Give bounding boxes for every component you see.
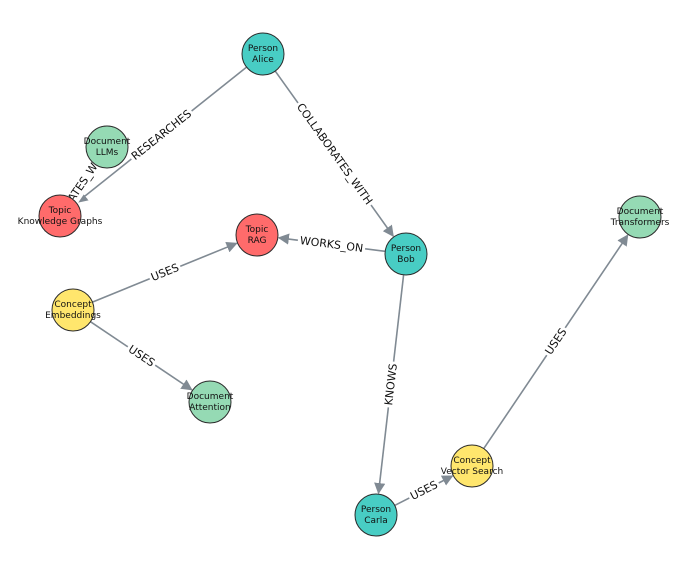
node-name: Vector Search	[441, 467, 503, 477]
node-circle	[235, 213, 279, 257]
edge-label-group: WORKS_ON	[296, 232, 367, 257]
node-circle	[450, 444, 494, 488]
node-type: Person	[248, 44, 278, 54]
node-circle	[85, 125, 129, 169]
edge-label: USES	[126, 343, 157, 370]
node-circle	[51, 288, 95, 332]
edge-label: COLLABORATES_WITH	[294, 101, 375, 207]
edge-label-group: RESEARCHES	[126, 105, 197, 165]
edge-label-group: USES	[123, 340, 160, 372]
nodes-layer: PersonAlicePersonBobPersonCarlaTopicRAGT…	[18, 32, 670, 537]
node-type: Topic	[48, 206, 72, 216]
node-type: Concept	[54, 300, 92, 310]
edge-label: USES	[543, 326, 570, 357]
node-circle	[618, 195, 662, 239]
edge-label-background	[380, 360, 402, 409]
edge-label-background	[540, 323, 572, 360]
node-name: Alice	[252, 55, 274, 65]
edge-label-background	[405, 476, 443, 505]
node-name: Transformers	[610, 218, 670, 228]
node-name: Attention	[189, 403, 231, 413]
edge-label-group: COLLABORATES_WITH	[291, 98, 378, 210]
edge-label: KNOWS	[382, 363, 400, 406]
edge-embeddings-rag: USES	[92, 241, 238, 303]
edge-label-group: KNOWS	[380, 360, 402, 409]
node-name: LLMs	[96, 148, 119, 158]
node-circle	[354, 493, 398, 537]
node-type: Document	[187, 392, 234, 402]
node-type: Concept	[453, 456, 491, 466]
node-name: Knowledge Graphs	[18, 217, 103, 227]
node-name: Carla	[364, 516, 388, 526]
edge-embeddings-attention: USES	[89, 321, 193, 391]
node-type: Person	[391, 244, 421, 254]
edge-alice-bob: COLLABORATES_WITH	[274, 70, 394, 238]
edge-label: RESEARCHES	[129, 107, 194, 163]
edge-label-group: USES	[146, 259, 184, 286]
edge-label-group: USES	[405, 476, 443, 505]
edge-bob-carla: KNOWS	[374, 274, 405, 495]
node-type: Person	[361, 505, 391, 515]
node-type: Topic	[245, 225, 269, 235]
node-circle	[384, 232, 428, 276]
node-type: Document	[84, 137, 131, 147]
edge-label-background	[146, 259, 184, 286]
edge-label-background	[296, 232, 367, 257]
node-circle	[188, 380, 232, 424]
node-circle	[241, 32, 285, 76]
node-name: Embeddings	[45, 311, 101, 321]
edges-layer: COLLABORATES_WITHRESEARCHESINTEGRATES_WI…	[40, 66, 629, 507]
node-name: RAG	[248, 236, 267, 246]
edge-label-background	[123, 340, 160, 372]
edge-label: USES	[408, 478, 440, 503]
edge-label-background	[291, 98, 378, 210]
edge-carla-vector: USES	[394, 475, 454, 507]
edge-bob-rag: WORKS_ON	[277, 232, 386, 257]
edge-label-group: USES	[540, 323, 572, 360]
edge-vector-transformers: USES	[483, 234, 629, 450]
edge-label-background	[126, 105, 197, 165]
node-circle	[38, 194, 82, 238]
node-name: Bob	[397, 255, 415, 265]
node-type: Document	[617, 207, 664, 217]
